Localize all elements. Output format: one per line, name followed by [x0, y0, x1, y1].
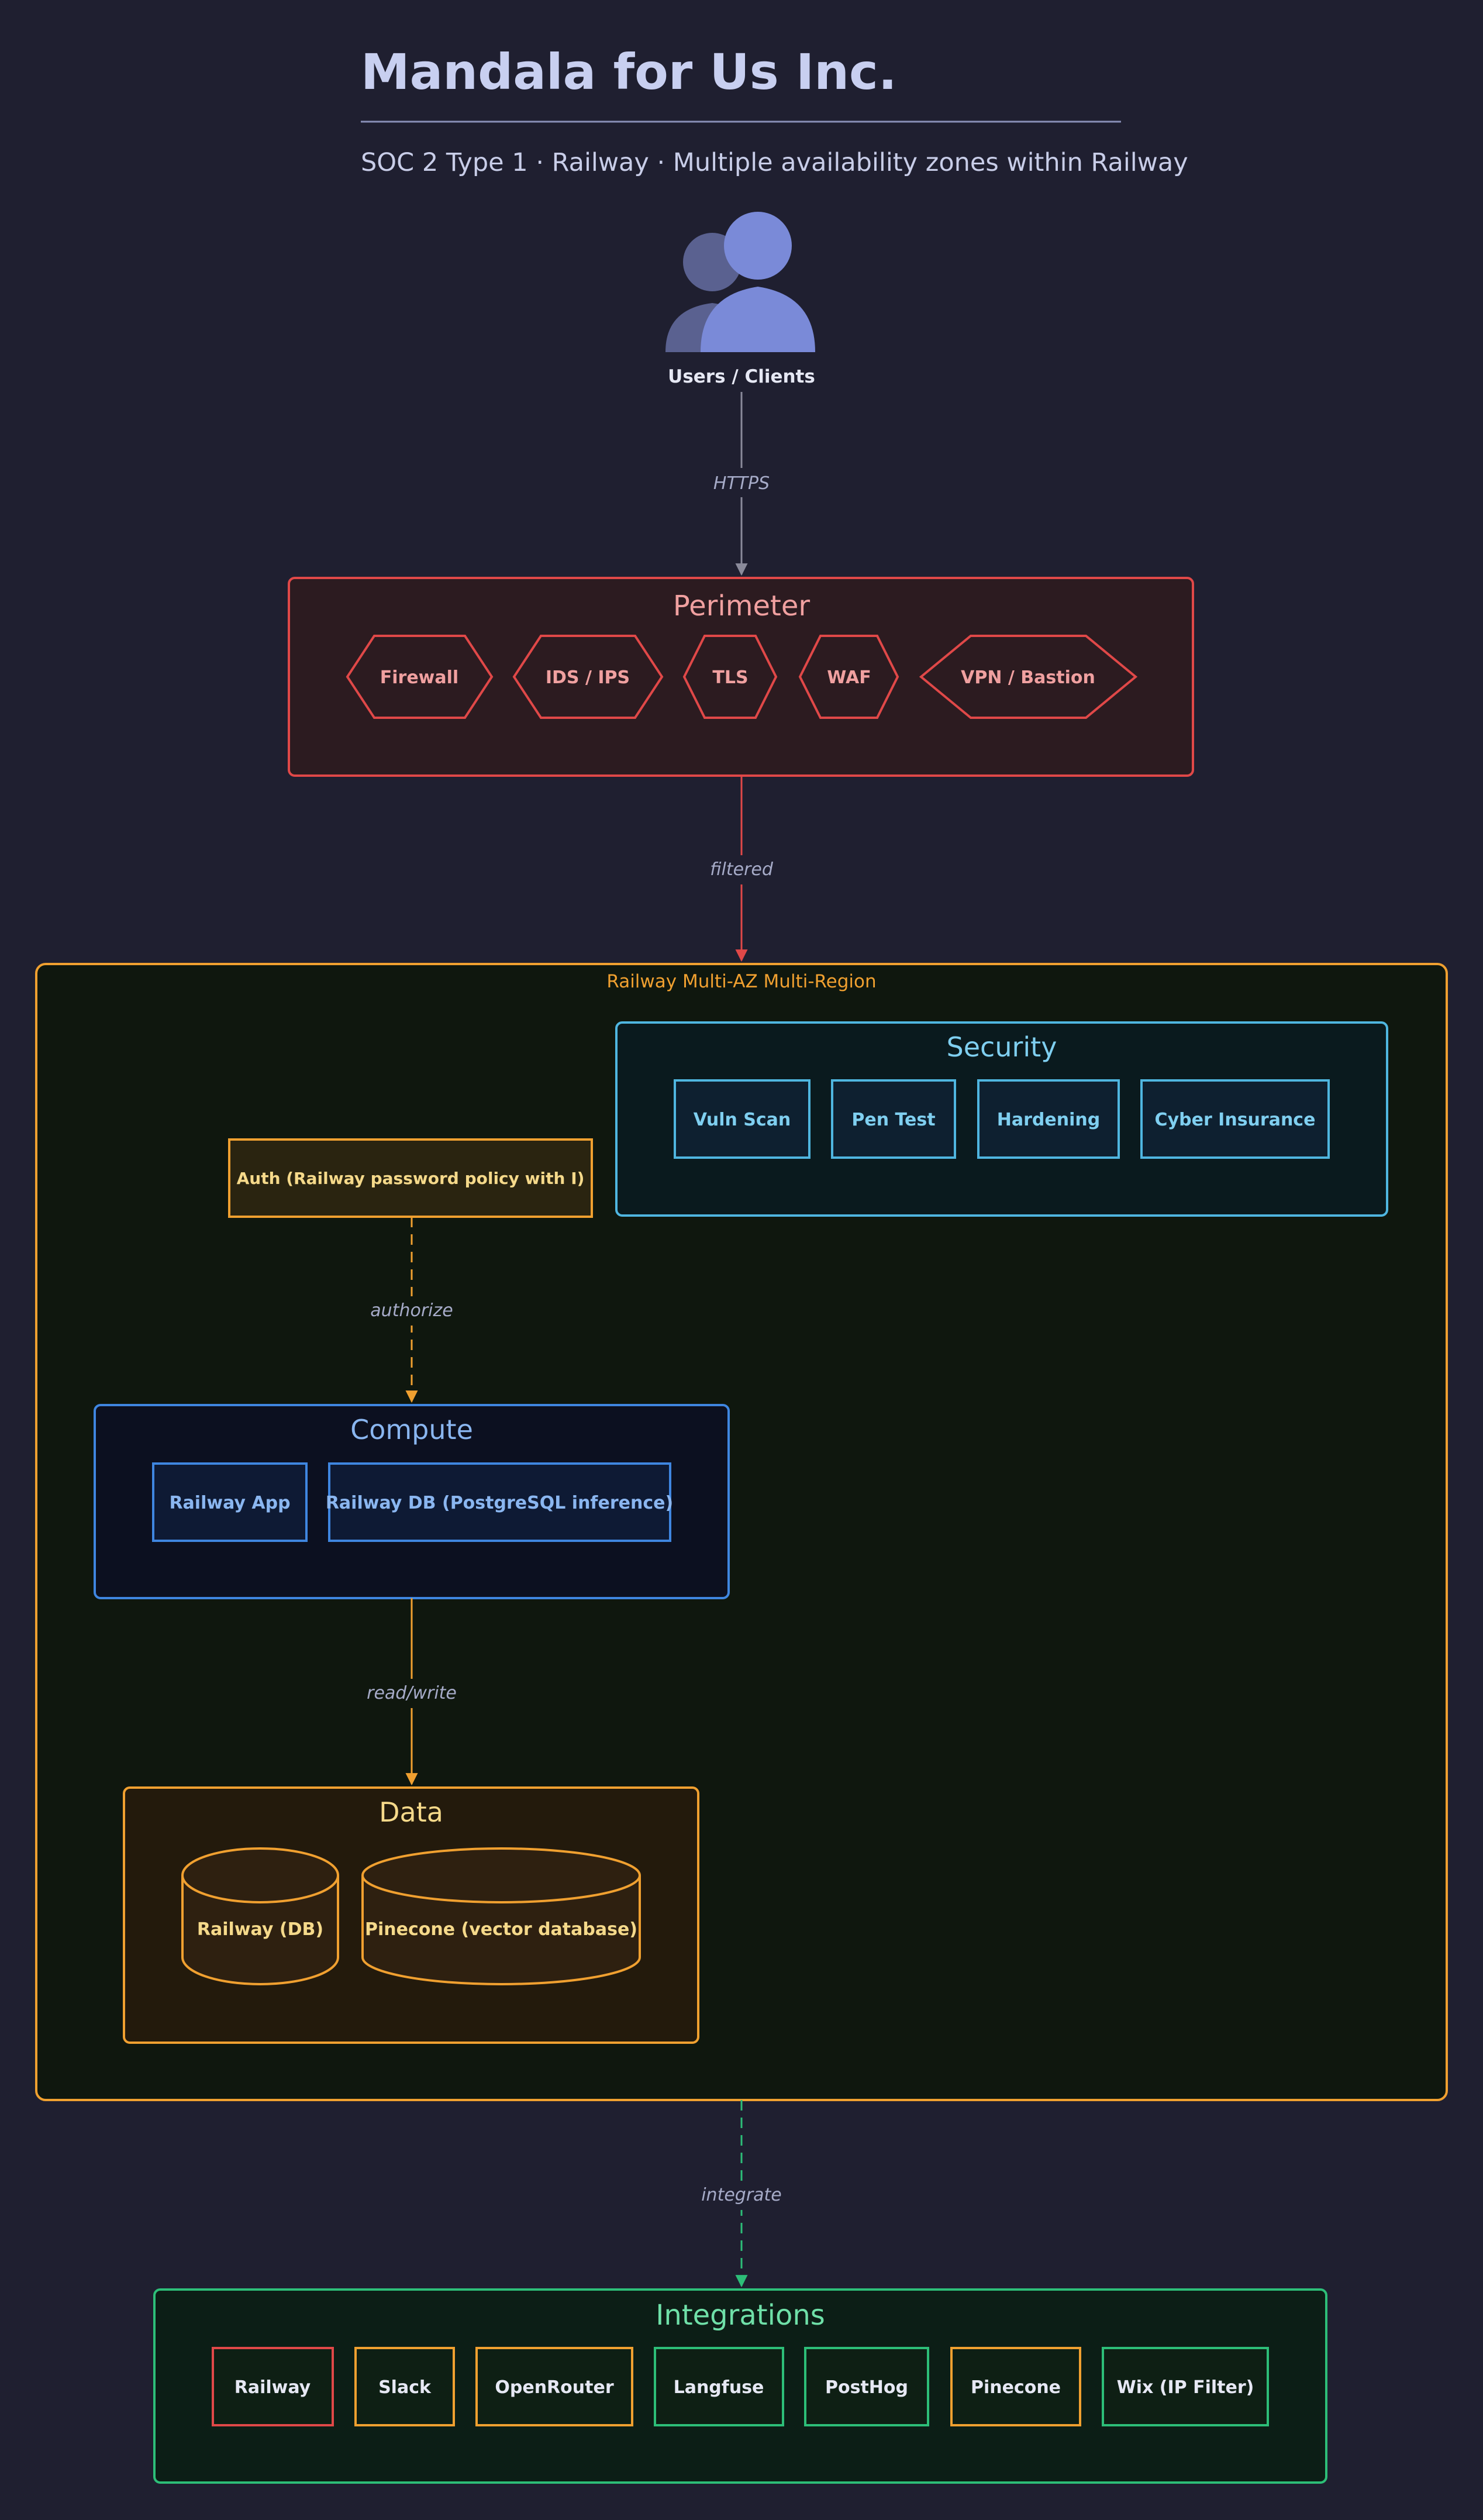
- security-item: Hardening: [997, 1110, 1100, 1130]
- edge-label-bg: [371, 1296, 453, 1326]
- users-icon: [665, 212, 815, 352]
- page-subtitle: SOC 2 Type 1 · Railway · Multiple availa…: [361, 148, 1188, 177]
- data-item: Pinecone (vector database): [365, 1919, 637, 1940]
- security-item-box: [674, 1079, 811, 1159]
- perimeter-controls: Firewall IDS / IPS TLS WAF VPN / Bastion: [346, 635, 1138, 719]
- page-title: Mandala for Us Inc.: [361, 43, 897, 101]
- compute-title: Compute: [350, 1414, 473, 1445]
- integration-item: Langfuse: [674, 2377, 764, 2398]
- users-label: Users / Clients: [668, 366, 815, 387]
- compute-item-box: [328, 1462, 671, 1542]
- integration-item: Railway: [234, 2377, 311, 2398]
- waf-hexagon: [798, 635, 899, 719]
- auth-label: Auth (Railway password policy with I): [237, 1169, 585, 1188]
- edge-label-https: HTTPS: [713, 473, 770, 494]
- integration-item-box: [1102, 2347, 1269, 2426]
- perimeter-item: WAF: [827, 667, 871, 688]
- compute-item: Railway App: [169, 1493, 290, 1513]
- edge-label-bg: [702, 855, 781, 884]
- edge-label-read-write: read/write: [367, 1683, 457, 1703]
- edge-label-filtered: filtered: [710, 859, 774, 880]
- compute-services: Railway App Railway DB (PostgreSQL infer…: [152, 1462, 673, 1542]
- edge-label-bg: [698, 2181, 785, 2210]
- auth-box: [228, 1138, 593, 1218]
- edge-label-integrate: integrate: [701, 2185, 782, 2205]
- integration-item: Slack: [378, 2377, 432, 2398]
- edge-label-authorize: authorize: [370, 1300, 453, 1321]
- security-item-box: [831, 1079, 956, 1159]
- integration-item: OpenRouter: [495, 2377, 613, 2398]
- integration-item: Wix (IP Filter): [1117, 2377, 1254, 2398]
- integration-item-box: [354, 2347, 455, 2426]
- data-stores: Railway (DB) Pinecone (vector database): [181, 1847, 641, 1985]
- perimeter-item: VPN / Bastion: [961, 667, 1095, 688]
- security-item-box: [977, 1079, 1120, 1159]
- region-label: Railway Multi-AZ Multi-Region: [606, 971, 876, 992]
- integration-item-box: [212, 2347, 334, 2426]
- security-item-box: [1140, 1079, 1330, 1159]
- database-icon: [181, 1847, 339, 1985]
- security-title: Security: [947, 1031, 1057, 1063]
- data-item: Railway (DB): [197, 1919, 323, 1940]
- security-item: Cyber Insurance: [1155, 1110, 1316, 1130]
- compute-item: Railway DB (PostgreSQL inference): [326, 1493, 673, 1513]
- database-icon: [361, 1847, 641, 1985]
- data-title: Data: [379, 1796, 443, 1828]
- integration-item-box: [950, 2347, 1081, 2426]
- compute-item-box: [152, 1462, 308, 1542]
- integration-item-box: [654, 2347, 784, 2426]
- integration-item-box: [804, 2347, 929, 2426]
- firewall-hexagon: [346, 635, 494, 719]
- integration-item: PostHog: [825, 2377, 908, 2398]
- integrations-title: Integrations: [656, 2299, 825, 2332]
- integration-item-box: [475, 2347, 633, 2426]
- perimeter-item: IDS / IPS: [546, 667, 630, 688]
- edge-label-bg: [366, 1679, 457, 1708]
- vpn-bastion-hexagon: [919, 635, 1138, 719]
- perimeter-title: Perimeter: [673, 590, 810, 622]
- security-item: Vuln Scan: [694, 1110, 791, 1130]
- ids-ips-hexagon: [512, 635, 664, 719]
- tls-hexagon: [682, 635, 778, 719]
- perimeter-item: TLS: [712, 667, 748, 688]
- integration-item: Pinecone: [971, 2377, 1061, 2398]
- perimeter-item: Firewall: [380, 667, 458, 688]
- security-item: Pen Test: [851, 1110, 935, 1130]
- edge-label-bg: [708, 468, 775, 497]
- integrations-services: Railway Slack OpenRouter Langfuse PostHo…: [212, 2347, 1269, 2426]
- security-controls: Vuln Scan Pen Test Hardening Cyber Insur…: [674, 1079, 1330, 1159]
